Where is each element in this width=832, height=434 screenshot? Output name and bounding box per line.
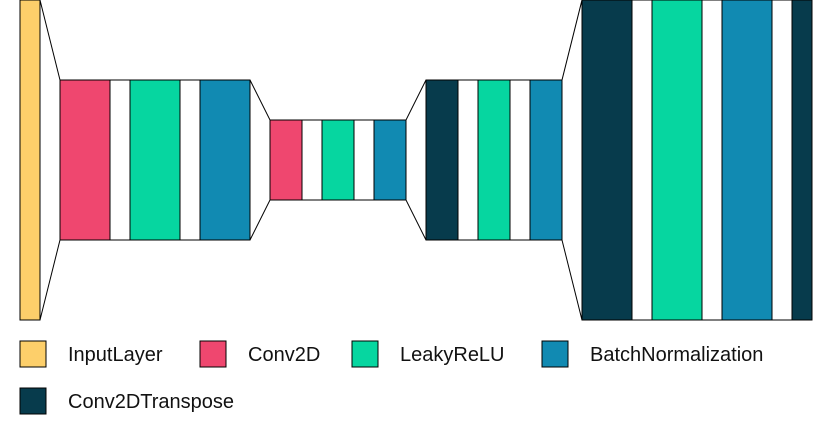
funnel-line-bottom [405, 199, 427, 241]
layer-leaky-re-lu [477, 79, 511, 241]
funnel-connectors [39, 0, 583, 321]
layer-gap [179, 79, 201, 241]
layer-batch-normalization [199, 79, 251, 241]
legend-item-conv-2d: Conv2D [199, 340, 320, 368]
funnel-line-bottom [39, 239, 61, 321]
layer-conv2dtranspose [791, 0, 813, 321]
funnel-line-top [39, 0, 61, 81]
layer-conv2dtranspose [581, 0, 633, 321]
layer-leaky-re-lu [321, 119, 355, 201]
layer-batch-normalization [721, 0, 773, 321]
layer-batch-normalization [373, 119, 407, 201]
layer-gap [353, 119, 375, 201]
legend-label: BatchNormalization [590, 344, 763, 366]
layer-gap [771, 0, 793, 321]
legend-swatch [199, 340, 227, 368]
legend-swatch [19, 387, 47, 415]
legend-item-leaky-re-lu: LeakyReLU [351, 340, 505, 368]
legend-label: Conv2DTranspose [68, 391, 234, 413]
legend-item-batch-normalization: BatchNormalization [541, 340, 763, 368]
layer-conv2d [59, 79, 111, 241]
layer-block-2 [59, 79, 251, 241]
layer-conv2d [269, 119, 303, 201]
layer-input-layer [19, 0, 41, 321]
layer-gap [457, 79, 479, 241]
layer-gap [631, 0, 653, 321]
layer-leaky-re-lu [129, 79, 181, 241]
legend-item-input-layer: InputLayer [19, 340, 163, 368]
layer-gap [701, 0, 723, 321]
layer-gap [509, 79, 531, 241]
funnel-line-top [561, 0, 583, 81]
layer-block-5 [581, 0, 813, 321]
funnel-line-top [249, 79, 271, 121]
legend-label: Conv2D [248, 344, 320, 366]
legend: InputLayer Conv2D LeakyReLU BatchNormalizat… [19, 340, 763, 415]
legend-label: LeakyReLU [400, 344, 505, 366]
layer-leaky-re-lu [651, 0, 703, 321]
legend-label: InputLayer [68, 344, 163, 366]
layer-conv2dtranspose [425, 79, 459, 241]
funnel-line-top [405, 79, 427, 121]
funnel-line-bottom [561, 239, 583, 321]
layer-gap [109, 79, 131, 241]
layer-batch-normalization [529, 79, 563, 241]
legend-swatch [19, 340, 47, 368]
layer-gap [301, 119, 323, 201]
legend-swatch [541, 340, 569, 368]
layer-block-3 [269, 119, 407, 201]
layer-block-1 [19, 0, 41, 321]
layer-block-4 [425, 79, 563, 241]
layer-blocks [19, 0, 813, 321]
legend-item-conv-2dtranspose: Conv2DTranspose [19, 387, 234, 415]
funnel-line-bottom [249, 199, 271, 241]
legend-swatch [351, 340, 379, 368]
